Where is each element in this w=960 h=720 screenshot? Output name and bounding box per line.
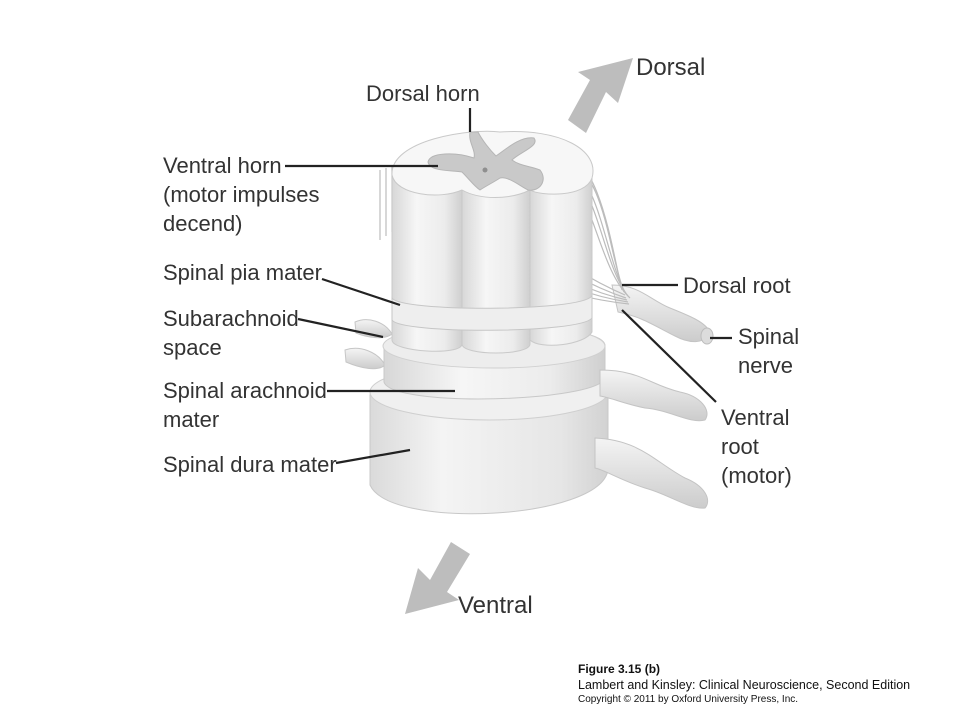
spinal-dura-mater-label: Spinal dura mater	[163, 452, 337, 477]
ventral-root-label: Ventral root (motor)	[721, 405, 792, 488]
spinal-arachnoid-mater-label: Spinal arachnoid mater	[163, 378, 327, 432]
subarachnoid-space-label: Subarachnoid space	[163, 306, 299, 360]
figure-caption: Figure 3.15 (b) Lambert and Kinsley: Cli…	[578, 661, 910, 707]
spinal-cord-columns	[391, 130, 594, 354]
dorsal-direction-label: Dorsal	[636, 54, 706, 81]
right-spinal-nerves	[594, 284, 714, 509]
dorsal-arrow-icon	[568, 58, 633, 133]
ventral-direction-label: Ventral	[458, 592, 533, 619]
dorsal-horn-label: Dorsal horn	[366, 81, 480, 106]
dorsal-root-label: Dorsal root	[683, 273, 791, 298]
book-credit: Lambert and Kinsley: Clinical Neuroscien…	[578, 678, 911, 692]
spinal-pia-mater-label: Spinal pia mater	[163, 260, 322, 285]
leader-lines	[285, 108, 732, 465]
spinal-nerve-label: Spinal nerve	[738, 324, 800, 378]
figure-number: Figure 3.15 (b)	[578, 662, 661, 676]
ventral-horn-label: Ventral horn (motor impulses decend)	[163, 153, 320, 236]
copyright-notice: Copyright © 2011 by Oxford University Pr…	[578, 694, 799, 705]
ventral-arrow-icon	[405, 542, 470, 614]
grey-matter-butterfly	[427, 131, 544, 191]
